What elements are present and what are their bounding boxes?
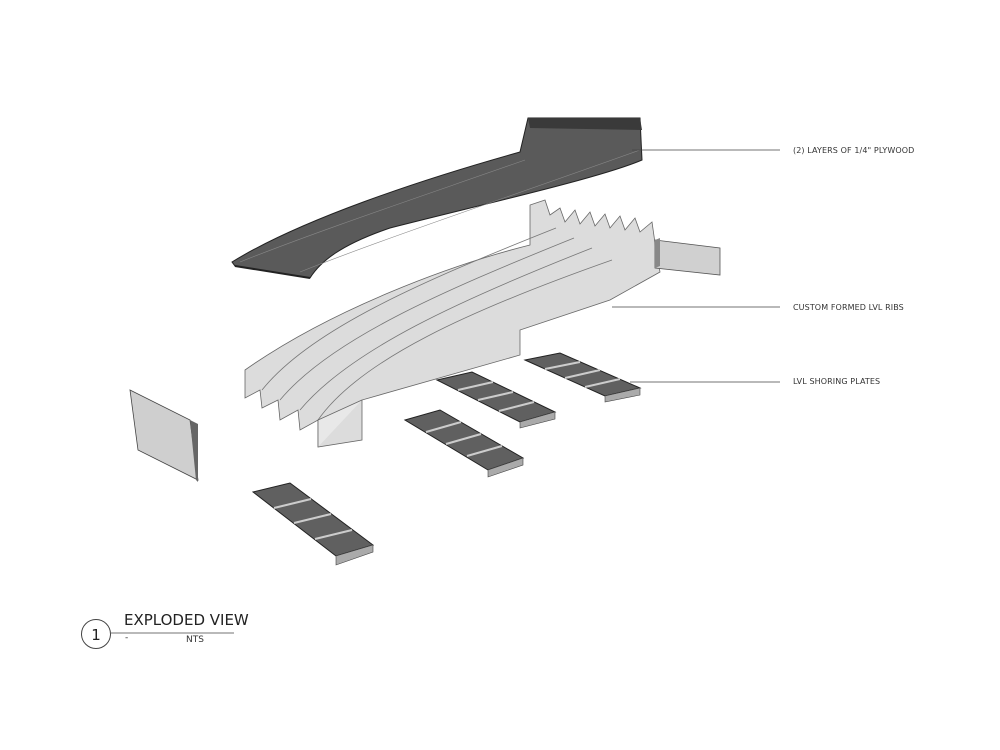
callout-ribs: CUSTOM FORMED LVL RIBS [793, 303, 904, 312]
view-number: 1 [81, 619, 111, 649]
view-scale: NTS [186, 635, 204, 645]
callout-plates: LVL SHORING PLATES [793, 377, 881, 386]
shoring-plate [403, 409, 525, 478]
lvl-ribs [244, 199, 661, 448]
shoring-plate [251, 482, 375, 566]
callout-plywood: (2) LAYERS OF 1/4" PLYWOOD [793, 146, 915, 155]
shoring-plate [523, 352, 642, 403]
shoring-plate [435, 371, 557, 429]
end-panel-right [654, 238, 721, 276]
plywood-sheet [231, 117, 643, 279]
view-title: EXPLODED VIEW [124, 611, 249, 629]
end-panel-left [129, 389, 199, 482]
view-dash: - [125, 633, 129, 643]
